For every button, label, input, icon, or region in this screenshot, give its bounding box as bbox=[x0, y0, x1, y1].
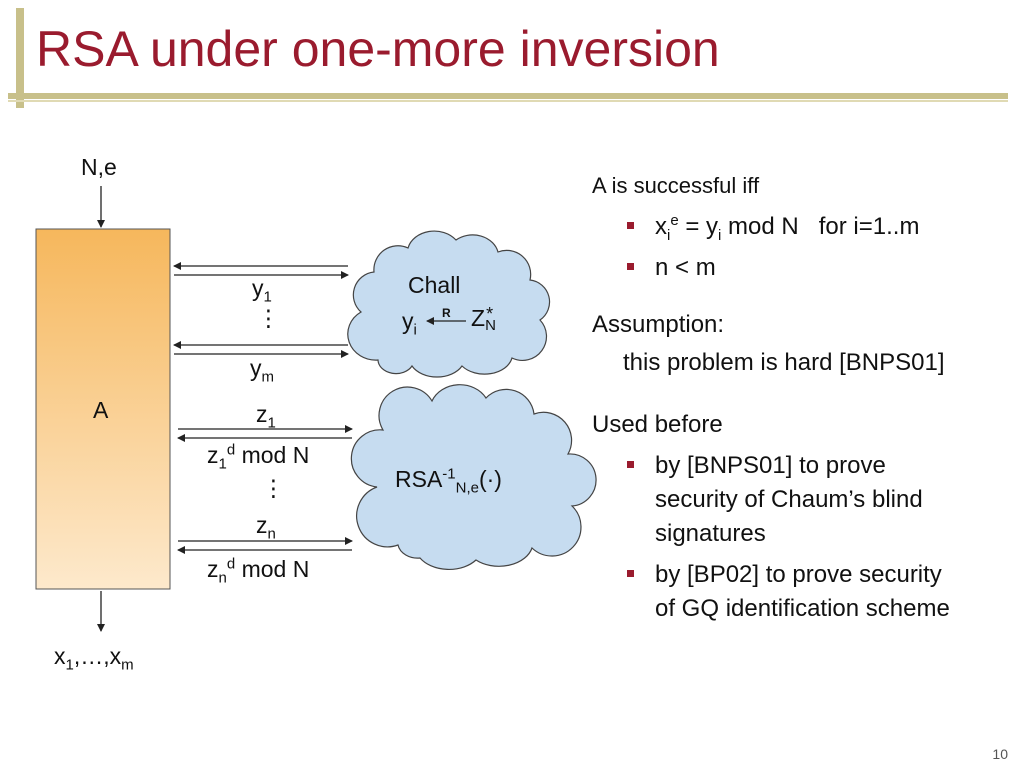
zn-label: zn bbox=[256, 512, 276, 543]
success-condition-2: n < m bbox=[655, 254, 716, 281]
chall-zn-star: Z*N bbox=[471, 304, 496, 334]
znd-label: znd mod N bbox=[207, 555, 310, 587]
bullet-marker bbox=[627, 222, 634, 229]
title-underline bbox=[8, 93, 1008, 99]
title-underline-shadow bbox=[8, 100, 1008, 102]
output-label: x1,…,xm bbox=[54, 643, 134, 674]
assumption-text: this problem is hard [BNPS01] bbox=[623, 349, 945, 376]
rsa-inverse-cloud bbox=[350, 384, 597, 571]
used-item-2-line-1: by [BP02] to prove security bbox=[655, 561, 942, 588]
chall-label: Chall bbox=[408, 272, 461, 298]
bullet-marker bbox=[627, 263, 634, 270]
chall-yi: yi bbox=[402, 308, 417, 339]
chall-cloud bbox=[347, 230, 551, 378]
success-condition-1: xie = yi mod N for i=1..m bbox=[655, 212, 920, 244]
adversary-label: A bbox=[93, 397, 109, 423]
bullet-marker bbox=[627, 461, 634, 468]
chall-random-label: R bbox=[442, 306, 451, 320]
input-label: N,e bbox=[81, 154, 117, 180]
success-heading: A is successful iff bbox=[592, 173, 760, 198]
slide-title: RSA under one-more inversion bbox=[36, 21, 720, 77]
ym-label: ym bbox=[250, 355, 274, 386]
assumption-heading: Assumption: bbox=[592, 311, 725, 338]
used-item-1-line-2: security of Chaum’s blind bbox=[655, 486, 923, 513]
title-accent-bar bbox=[16, 8, 24, 108]
used-heading: Used before bbox=[592, 411, 723, 438]
used-item-2-line-2: of GQ identification scheme bbox=[655, 595, 950, 622]
used-item-1-line-1: by [BNPS01] to prove bbox=[655, 452, 886, 479]
bullet-marker bbox=[627, 570, 634, 577]
rsa-inverse-label: RSA-1N,e(·) bbox=[395, 465, 502, 497]
used-item-1-line-3: signatures bbox=[655, 520, 766, 547]
z1-label: z1 bbox=[256, 401, 276, 432]
z-vertical-dots: ⋮ bbox=[262, 475, 285, 501]
y1-label: y1 bbox=[252, 275, 272, 306]
adversary-box bbox=[35, 228, 171, 590]
page-number: 10 bbox=[992, 746, 1008, 762]
y-vertical-dots: ⋮ bbox=[257, 305, 280, 331]
z1d-label: z1d mod N bbox=[207, 441, 310, 473]
